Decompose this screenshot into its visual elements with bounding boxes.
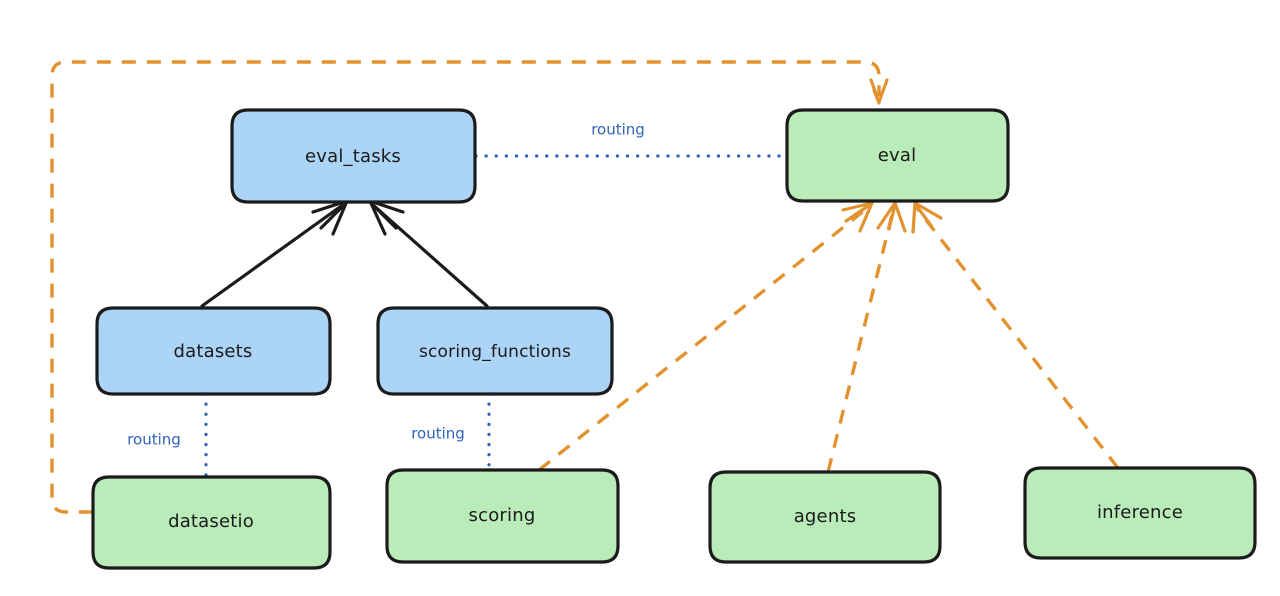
edge-agents-eval-arrowhead bbox=[876, 201, 907, 233]
node-scoring-shape bbox=[385, 468, 620, 564]
edge-inference-eval-path bbox=[914, 205, 1120, 470]
node-scoring-functions[interactable]: scoring_functions bbox=[376, 306, 614, 396]
edge-datasets-evaltasks bbox=[200, 199, 349, 308]
edge-scorfn-evaltasks-arrowhead-inner bbox=[369, 201, 398, 230]
node-inference[interactable]: inference bbox=[1023, 466, 1257, 560]
node-datasetio[interactable]: datasetio bbox=[91, 475, 332, 570]
edge-datasetio-eval-arrowhead-inner bbox=[872, 88, 881, 105]
node-eval-label: eval bbox=[878, 145, 917, 166]
node-agents[interactable]: agents bbox=[708, 470, 942, 564]
edge-datasetio-eval-path bbox=[50, 60, 881, 514]
node-eval-tasks[interactable]: eval_tasks bbox=[230, 108, 477, 204]
edge-scoring-eval-path bbox=[537, 204, 872, 472]
edge-scoring-eval-arrowhead-inner bbox=[844, 202, 873, 223]
node-scoring-functions-label: scoring_functions bbox=[419, 342, 571, 362]
node-eval-tasks-label: eval_tasks bbox=[305, 146, 401, 167]
edge-label-layer: routing routing routing bbox=[127, 121, 645, 449]
edge-scorfn-evaltasks bbox=[368, 199, 489, 308]
edge-inference-eval-arrowhead bbox=[911, 201, 943, 234]
edge-datasets-evaltasks-arrowhead-inner bbox=[319, 201, 348, 230]
node-scoring[interactable]: scoring bbox=[385, 468, 620, 564]
edge-datasetio-eval bbox=[50, 60, 889, 514]
node-eval[interactable]: eval bbox=[785, 108, 1010, 203]
node-scoring-functions-shape bbox=[376, 306, 614, 396]
node-datasets[interactable]: datasets bbox=[95, 306, 332, 396]
edge-scoring-eval bbox=[537, 201, 874, 472]
node-layer: eval_tasks eval datasets scoring_functio… bbox=[91, 108, 1257, 570]
edge-inference-eval-arrowhead-inner bbox=[914, 203, 934, 229]
edge-label-routing-scoring: routing bbox=[411, 425, 465, 443]
node-eval-tasks-shape bbox=[230, 108, 477, 204]
node-datasetio-label: datasetio bbox=[168, 511, 254, 532]
node-inference-shape bbox=[1023, 466, 1257, 560]
edge-label-routing-eval: routing bbox=[591, 121, 645, 139]
node-agents-shape bbox=[708, 470, 942, 564]
node-agents-label: agents bbox=[794, 506, 857, 527]
edge-agents-eval-path bbox=[826, 206, 896, 473]
node-scoring-label: scoring bbox=[469, 505, 536, 526]
node-datasets-shape bbox=[95, 306, 332, 396]
node-inference-label: inference bbox=[1097, 502, 1183, 523]
node-datasets-label: datasets bbox=[173, 341, 252, 362]
edge-label-routing-datasetio: routing bbox=[127, 431, 181, 449]
node-datasetio-shape bbox=[91, 475, 332, 570]
node-eval-shape bbox=[785, 108, 1010, 203]
edge-agents-eval-arrowhead-inner bbox=[887, 203, 897, 231]
edge-inference-eval bbox=[911, 201, 1120, 470]
edge-datasets-evaltasks-path bbox=[200, 202, 346, 308]
edge-agents-eval bbox=[826, 201, 907, 473]
